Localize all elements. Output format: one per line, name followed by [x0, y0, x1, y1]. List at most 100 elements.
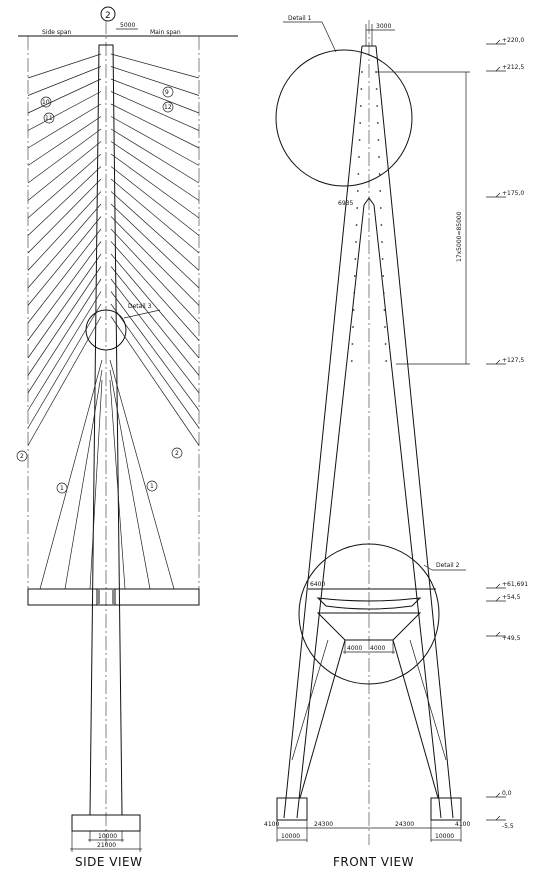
anchorage-dot [378, 156, 380, 158]
stay-cable [64, 369, 103, 590]
cross-beam-dim: 4000 [347, 645, 362, 652]
top-width-dim: 5000 [120, 22, 135, 29]
detail-2-circle [298, 543, 440, 685]
stay-cable [110, 278, 200, 394]
base-dim: 24300 [314, 821, 333, 828]
deck-section [316, 597, 422, 610]
stay-cable [27, 266, 102, 376]
stay-cable [109, 359, 175, 590]
anchorage-dot [378, 173, 381, 175]
top-dim: 3000 [376, 23, 391, 30]
side-view-title: SIDE VIEW [75, 855, 143, 869]
anchorage-dot [381, 241, 383, 243]
stay-cable [110, 253, 200, 359]
anchorage-dot [359, 105, 362, 107]
cable-label: 10 [42, 99, 50, 106]
anchorage-dot [351, 343, 354, 345]
anchorage-dot [350, 360, 353, 362]
cable-label: 12 [164, 104, 172, 111]
stay-cable [27, 153, 102, 219]
stay-cable [110, 103, 200, 149]
leg-junction [363, 197, 375, 206]
stay-cable [110, 166, 200, 236]
anchorage-dot [358, 156, 360, 158]
elevation-label: +49,5 [502, 635, 521, 642]
stay-cable [110, 241, 200, 341]
anchorage-dim: 6935 [338, 200, 353, 207]
stay-cable [110, 153, 200, 219]
stay-cable [27, 91, 102, 131]
stay-cable [27, 291, 102, 411]
cable-label-circle [16, 450, 28, 462]
stay-cable [110, 116, 200, 166]
pylon-number: 2 [105, 11, 111, 21]
anchorage-dot [383, 309, 386, 311]
stay-cable [110, 141, 200, 201]
anchorage-dot [356, 190, 359, 192]
stay-cable [110, 291, 200, 411]
stay-cable [109, 369, 151, 590]
anchorage-dot [380, 224, 383, 226]
elevation-marker: +49,5 [486, 631, 521, 642]
stay-cables [27, 53, 200, 590]
detail-2-label: Detail 2 [436, 562, 460, 569]
stay-cable [27, 166, 102, 236]
anchorage-dot [360, 88, 363, 90]
base-dim: 4100 [264, 821, 279, 828]
elevation-label: -5,5 [502, 823, 514, 830]
stay-cable [89, 379, 103, 590]
anchorage-dot [385, 360, 388, 362]
stay-cable [27, 78, 102, 114]
stay-cable [110, 316, 200, 446]
detail-1-label: Detail 1 [288, 15, 312, 22]
stay-cable [27, 66, 102, 96]
elevation-label: +61,691 [502, 581, 528, 588]
side-view: 2 Side span Main span 5000 Detail 3 10 1… [16, 6, 238, 869]
elevation-marker: +54,5 [486, 594, 521, 602]
elevation-label: 0,0 [502, 790, 512, 797]
elevation-label: +175,0 [502, 190, 524, 197]
elevation-label: +212,5 [502, 64, 524, 71]
anchorage-dot [375, 88, 378, 90]
anchorage-dot [356, 207, 359, 209]
stay-cable [27, 128, 102, 184]
deck-dim: 6400 [310, 581, 325, 588]
cable-label: 2 [175, 450, 179, 457]
left-leg-inner [296, 204, 365, 819]
stay-cable [110, 128, 200, 184]
anchorage-dot [384, 343, 387, 345]
stay-cable [27, 191, 102, 271]
elevation-marker: +212,5 [486, 64, 524, 72]
right-leg-outer [375, 45, 454, 819]
footing-dim: 21000 [97, 842, 116, 849]
stay-cable [27, 216, 102, 306]
cable-labels: 10 11 9 12 2 2 1 1 [16, 86, 183, 494]
anchorage-dot [382, 292, 385, 294]
stay-cable [27, 178, 102, 254]
stay-cable [110, 66, 200, 96]
cross-beam-dim: 4000 [370, 645, 385, 652]
detail-2-leader [423, 564, 433, 571]
anchorage-dot [376, 122, 379, 124]
anchorage-dot [382, 275, 385, 277]
stay-cable [27, 241, 102, 341]
anchorage-dot [353, 292, 356, 294]
main-span-label: Main span [150, 29, 181, 36]
anchorage-dot [355, 224, 358, 226]
stay-cable [27, 303, 102, 429]
detail-3-leader [123, 309, 161, 319]
anchorage-dot [354, 258, 357, 260]
stay-cable [27, 103, 102, 149]
elevation-label: +220,0 [502, 37, 524, 44]
stay-cable [110, 178, 200, 254]
anchorage-dot [376, 105, 379, 107]
stay-cable [110, 203, 200, 289]
stay-cable [110, 191, 200, 271]
footing-dim: 10000 [435, 833, 454, 840]
front-footing-left [276, 797, 308, 821]
deck-pylon-gap [96, 588, 116, 606]
anchorage-dot [353, 275, 356, 277]
cable-label: 1 [60, 485, 64, 492]
stay-cable [27, 53, 102, 79]
